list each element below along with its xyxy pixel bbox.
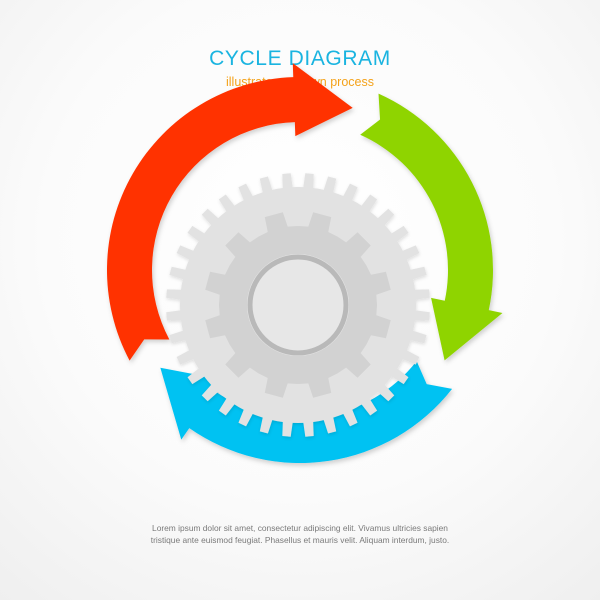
gear-hub — [247, 254, 349, 356]
footer-line-2: tristique ante euismod feugiat. Phasellu… — [150, 534, 450, 545]
cycle-arrow-blue — [160, 361, 453, 464]
cycle-arrows — [106, 63, 503, 464]
cycle-arrow-green — [360, 93, 503, 361]
cycle-arrow-red — [106, 63, 353, 361]
gear-icon — [166, 173, 430, 437]
gear-hub-ring — [247, 254, 349, 356]
footer-line-1: Lorem ipsum dolor sit amet, consectetur … — [152, 523, 448, 533]
footer-text: Lorem ipsum dolor sit amet, consectetur … — [40, 523, 560, 546]
diagram-title: CYCLE DIAGRAM — [209, 47, 391, 70]
